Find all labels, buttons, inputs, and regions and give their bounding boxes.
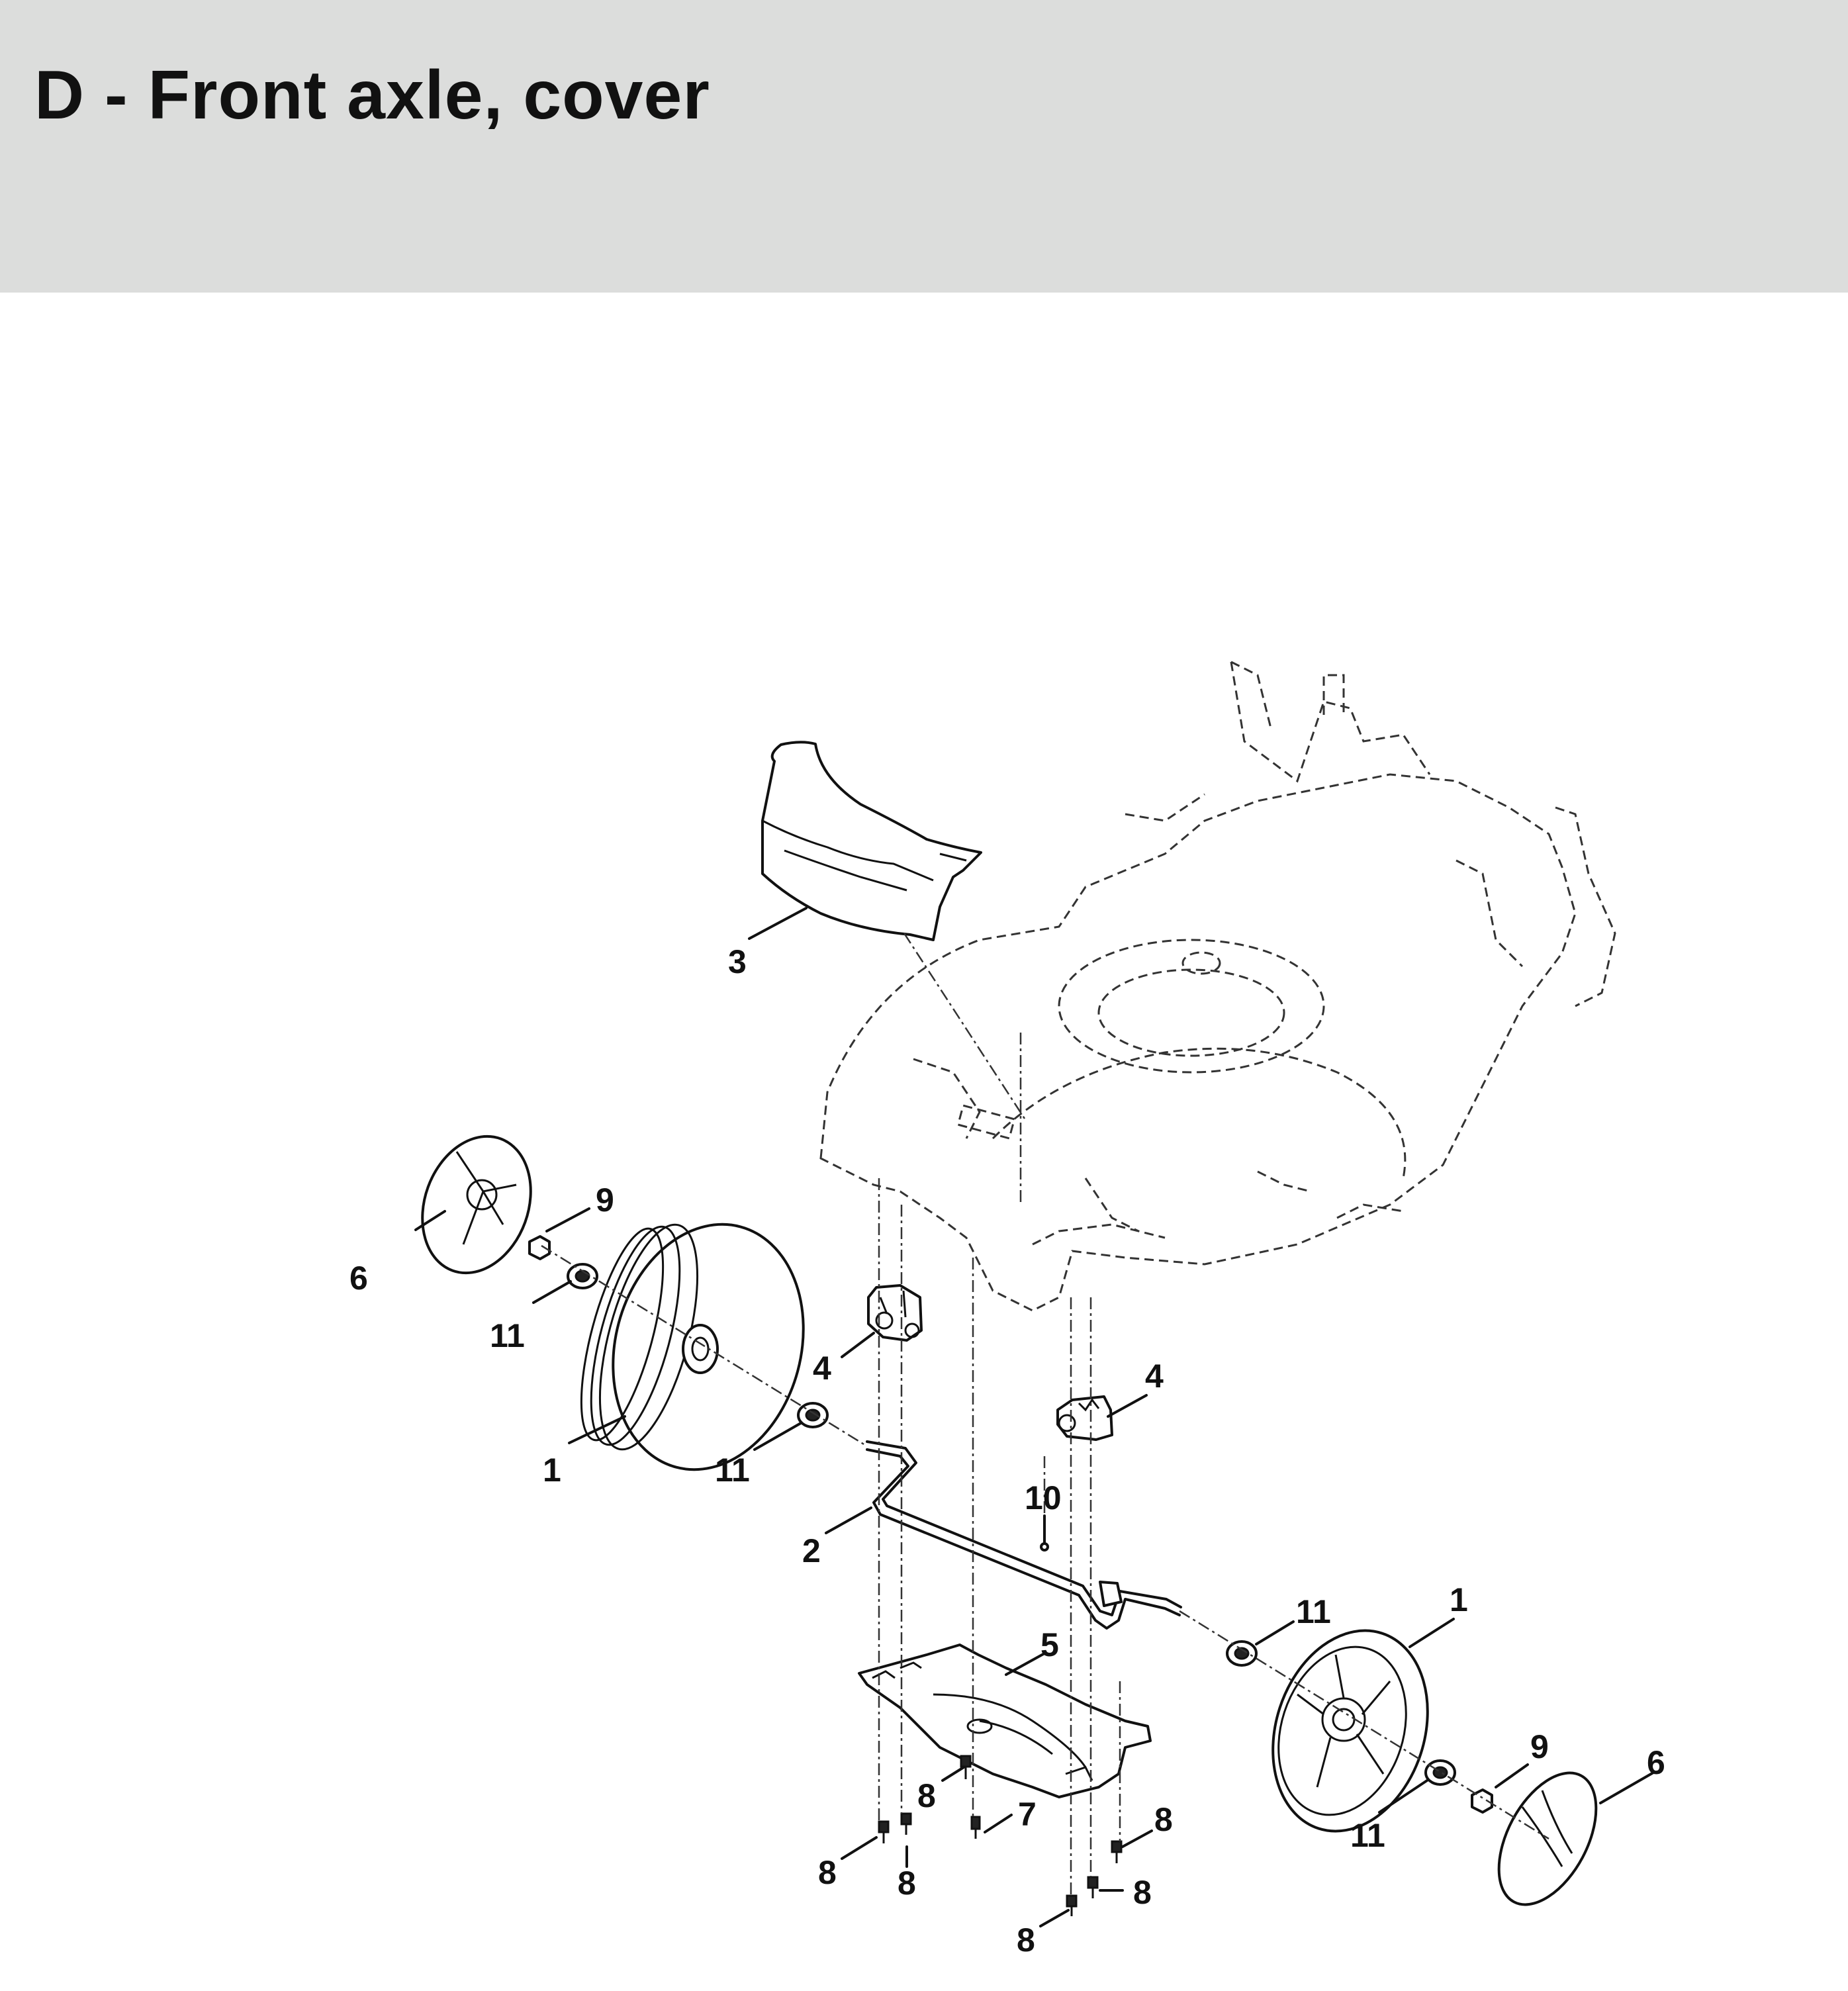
axle-bracket-upper-part <box>867 1284 923 1342</box>
callout-1-left: 1 <box>543 1452 561 1489</box>
screw-7-part <box>970 1816 981 1839</box>
bushing-left-upper-part <box>567 1263 598 1289</box>
callout-8-f: 8 <box>1017 1922 1035 1959</box>
exploded-parts-diagram: 3 9 6 11 4 4 1 11 10 2 5 11 1 9 6 8 7 8 … <box>349 661 1665 1959</box>
callout-9-right: 9 <box>1530 1728 1549 1765</box>
callout-5: 5 <box>1040 1626 1059 1663</box>
callout-8-d: 8 <box>898 1865 916 1902</box>
front-axle-part <box>866 1440 1182 1630</box>
callout-6-right: 6 <box>1647 1744 1665 1781</box>
callout-2: 2 <box>802 1532 821 1569</box>
callout-1-right: 1 <box>1450 1581 1468 1618</box>
callout-3: 3 <box>728 943 747 980</box>
callout-7: 7 <box>1018 1796 1037 1833</box>
callout-4-upper: 4 <box>813 1350 831 1387</box>
callout-11-left-lower: 11 <box>715 1452 750 1489</box>
callout-labels: 3 9 6 11 4 4 1 11 10 2 5 11 1 9 6 8 7 8 … <box>349 943 1665 1959</box>
callout-6-left: 6 <box>349 1260 368 1297</box>
callout-11-left-upper: 11 <box>490 1317 525 1354</box>
callout-8-e: 8 <box>1133 1874 1152 1911</box>
hubcap-left-part <box>421 1134 532 1275</box>
callout-8-a: 8 <box>917 1777 936 1814</box>
callout-10: 10 <box>1025 1479 1062 1516</box>
nut-right-part <box>1471 1788 1493 1814</box>
lower-cover-part <box>858 1644 1152 1798</box>
callout-8-c: 8 <box>818 1854 837 1891</box>
wheel-left-part <box>580 1223 805 1471</box>
pin-part <box>1040 1542 1049 1551</box>
callout-11-right-lower: 11 <box>1350 1817 1385 1854</box>
callout-4-lower: 4 <box>1145 1358 1164 1395</box>
callout-9-left: 9 <box>596 1181 614 1219</box>
wheel-right-part <box>1271 1629 1429 1833</box>
bushing-right-upper-part <box>1226 1640 1258 1667</box>
page-title: D - Front axle, cover <box>34 57 710 134</box>
leader-lines <box>414 907 1655 1927</box>
front-cover-part <box>761 741 982 941</box>
axle-bracket-lower-part <box>1056 1395 1113 1441</box>
bushing-left-lower-part <box>797 1402 829 1428</box>
mower-deck-outline <box>819 661 1616 1312</box>
page-header: D - Front axle, cover <box>0 0 1848 293</box>
bushing-right-lower-part <box>1424 1759 1456 1786</box>
nut-left-part <box>528 1235 551 1260</box>
assembly-lines <box>541 933 1549 1896</box>
callout-11-right-upper: 11 <box>1296 1593 1331 1630</box>
callout-8-b: 8 <box>1154 1801 1173 1838</box>
screws-8-part <box>878 1755 1123 1916</box>
